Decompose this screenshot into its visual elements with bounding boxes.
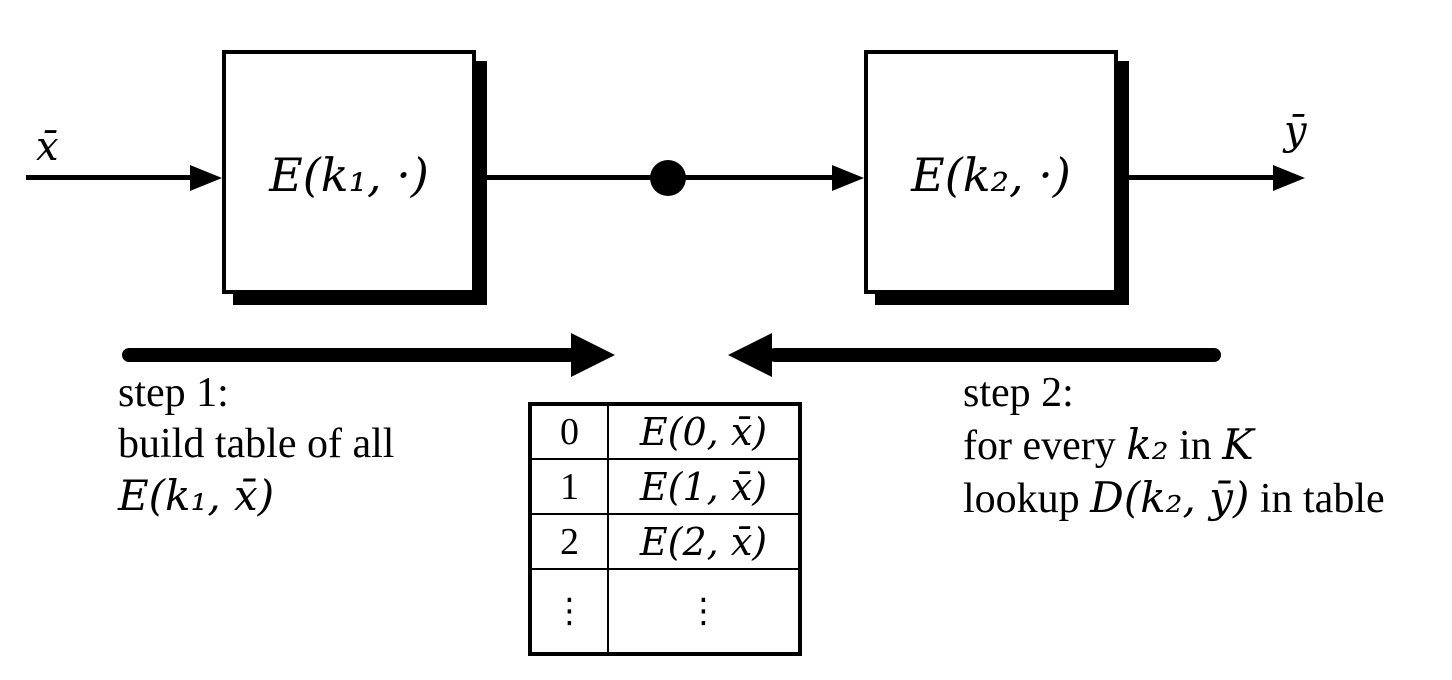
step1-formula: E(k₁, x̄) — [118, 471, 275, 520]
table-value-cell: ⋮ — [607, 568, 801, 655]
table-key-cell: 2 — [529, 513, 609, 570]
input-x-label: x̄ — [36, 124, 59, 170]
table-key-cell: 1 — [529, 458, 609, 515]
table-key-cell: ⋮ — [529, 568, 609, 655]
output-arrowhead-icon — [1273, 165, 1305, 191]
table-row: 0 E(0, x̄) — [529, 403, 801, 460]
step2-text-pre: for every — [963, 423, 1127, 469]
step1-title: step 1: — [118, 370, 229, 416]
output-y-label: ȳ — [1284, 108, 1307, 154]
junction-dot-icon — [650, 160, 686, 196]
output-wire — [1128, 175, 1276, 180]
step2-arrow-body — [768, 348, 1221, 362]
table-row-ellipsis: ⋮ ⋮ — [529, 568, 801, 655]
middle-arrowhead-icon — [832, 165, 864, 191]
step2-lookup-text: lookup — [963, 476, 1091, 522]
encryption-box-1: E(k₁, ·) — [222, 50, 476, 294]
input-arrowhead-icon — [190, 165, 222, 191]
step2-key-symbol: k₂ — [1126, 420, 1169, 469]
encryption-box-1-label: E(k₁, ·) — [269, 148, 429, 202]
table-value-cell: E(0, x̄) — [607, 403, 801, 460]
step2-arrowhead-icon — [728, 333, 772, 377]
step2-table-text: in table — [1249, 476, 1385, 522]
table-value-cell: E(1, x̄) — [607, 458, 801, 515]
table-row: 2 E(2, x̄) — [529, 513, 801, 570]
step1-description: build table of all — [118, 421, 395, 467]
input-wire — [26, 175, 196, 180]
table-value-cell: E(2, x̄) — [607, 513, 801, 570]
step2-decrypt-formula: D(k₂, ȳ) — [1090, 473, 1250, 522]
step1-annotation: step 1: build table of all E(k₁, x̄) — [118, 368, 394, 523]
step2-text-mid: in — [1168, 423, 1223, 469]
encryption-box-2: E(k₂, ·) — [864, 50, 1118, 294]
step1-arrow-body — [122, 348, 577, 362]
lookup-table: 0 E(0, x̄) 1 E(1, x̄) 2 E(2, x̄) ⋮ ⋮ — [528, 402, 802, 656]
step2-keyspace-symbol: K — [1222, 420, 1254, 469]
step1-arrowhead-icon — [571, 333, 615, 377]
encryption-box-2-label: E(k₂, ·) — [911, 148, 1071, 202]
step2-annotation: step 2: for every k₂ in K lookup D(k₂, ȳ… — [963, 368, 1385, 525]
step2-description-line2: lookup D(k₂, ȳ) in table — [963, 472, 1385, 525]
table-row: 1 E(1, x̄) — [529, 458, 801, 515]
step2-title: step 2: — [963, 370, 1074, 416]
step2-description-line1: for every k₂ in K — [963, 419, 1385, 472]
table-key-cell: 0 — [529, 403, 609, 460]
